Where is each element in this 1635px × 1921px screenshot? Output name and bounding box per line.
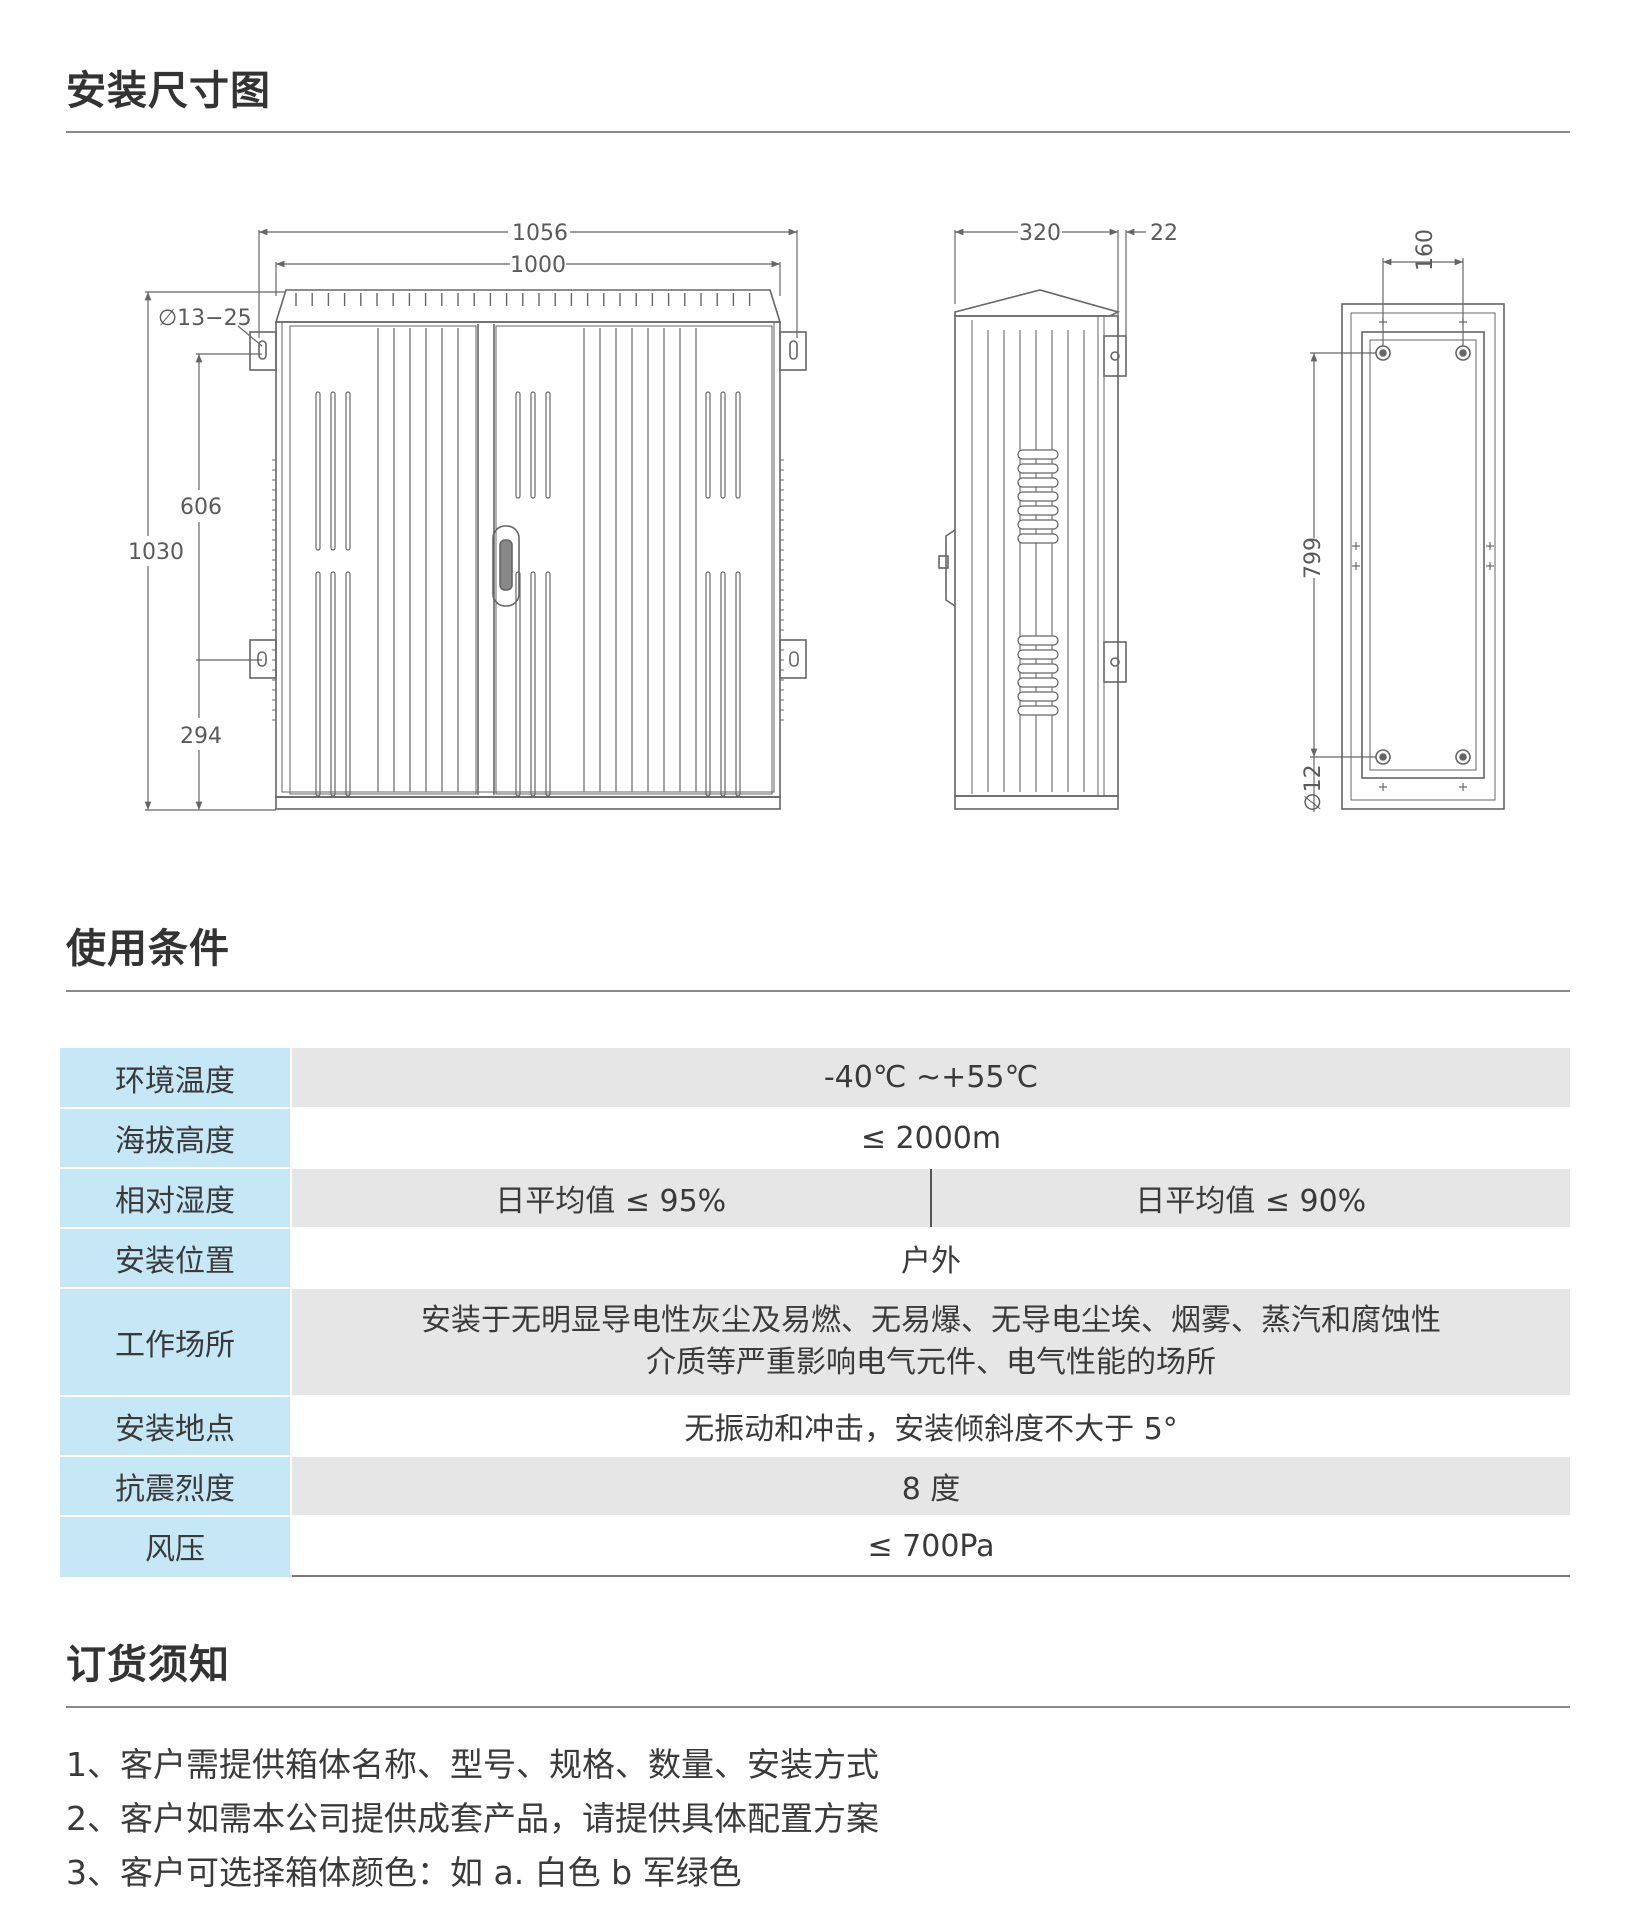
dimension-height-total: 1030 [128, 540, 184, 565]
row-value-left: 日平均值 ≤ 95% [291, 1168, 932, 1229]
mounting-ear-bottom-right [779, 639, 807, 679]
row-value: ≤ 2000m [291, 1108, 1570, 1169]
table-row: 海拔高度 ≤ 2000m [60, 1108, 1570, 1169]
section-divider [66, 1706, 1570, 1708]
row-label: 风压 [60, 1516, 292, 1577]
mounting-hole [1455, 345, 1471, 361]
mounting-ear-top-left [249, 331, 277, 371]
row-value-line: 安装于无明显导电性灰尘及易燃、无易爆、无导电尘埃、烟雾、蒸汽和腐蚀性 [421, 1303, 1441, 1338]
row-label: 海拔高度 [60, 1108, 292, 1169]
conditions-table: 环境温度 -40℃ ~+55℃ 海拔高度 ≤ 2000m 相对湿度 日平均值 ≤… [60, 1048, 1570, 1577]
mounting-hole [1375, 345, 1391, 361]
side-view [938, 289, 1127, 810]
table-row: 安装位置 户外 [60, 1228, 1570, 1289]
dimension-width-inner: 1000 [510, 253, 566, 278]
dimension-mount-offset: 22 [1150, 221, 1178, 246]
row-label: 环境温度 [60, 1048, 292, 1109]
row-value: 户外 [291, 1228, 1570, 1289]
table-row: 风压 ≤ 700Pa [60, 1516, 1570, 1577]
dimension-hole-spacing-x: 160 [1413, 229, 1438, 271]
mounting-ear-top-right [779, 331, 807, 371]
front-view [249, 289, 807, 810]
table-row: 工作场所 安装于无明显导电性灰尘及易燃、无易爆、无导电尘埃、烟雾、蒸汽和腐蚀性 … [60, 1288, 1570, 1397]
dimension-hole-spacing-y: 799 [1301, 537, 1326, 579]
dimension-hole-diameter: ∅12 [1301, 764, 1326, 811]
back-view [1341, 303, 1505, 810]
section-title-conditions: 使用条件 [66, 926, 230, 972]
order-note: 3、客户可选择箱体颜色：如 a. 白色 b 军绿色 [66, 1853, 742, 1892]
back-dimensions [1310, 258, 1464, 812]
section-divider [66, 990, 1570, 992]
section-title-dimensions: 安装尺寸图 [66, 68, 271, 114]
row-label: 工作场所 [60, 1288, 292, 1397]
section-title-ordering: 订货须知 [66, 1642, 230, 1688]
row-label: 相对湿度 [60, 1168, 292, 1229]
side-ribs [987, 330, 1085, 792]
section-divider [66, 131, 1570, 133]
installation-dimension-drawing: 1056 1000 ∅13−25 1030 606 294 320 22 [128, 221, 1505, 812]
table-row: 安装地点 无振动和冲击，安装倾斜度不大于 5° [60, 1396, 1570, 1457]
dimension-lower-span: 294 [180, 724, 222, 749]
row-label: 抗震烈度 [60, 1456, 292, 1517]
front-dimensions [144, 228, 798, 811]
table-row: 环境温度 -40℃ ~+55℃ [60, 1048, 1570, 1109]
row-label: 安装地点 [60, 1396, 292, 1457]
roof-ribs [295, 293, 751, 306]
door-slots [315, 328, 741, 797]
dimension-upper-span: 606 [180, 495, 222, 520]
order-note: 1、客户需提供箱体名称、型号、规格、数量、安装方式 [66, 1745, 879, 1784]
row-value: ≤ 700Pa [291, 1516, 1570, 1577]
mounting-hole [1455, 749, 1471, 765]
row-value: 安装于无明显导电性灰尘及易燃、无易爆、无导电尘埃、烟雾、蒸汽和腐蚀性 介质等严重… [291, 1288, 1570, 1397]
mounting-hole [1375, 749, 1391, 765]
dimension-width-outer: 1056 [512, 221, 568, 246]
table-row: 抗震烈度 8 度 [60, 1456, 1570, 1517]
row-label: 安装位置 [60, 1228, 292, 1289]
dimension-depth: 320 [1019, 221, 1061, 246]
row-value: -40℃ ~+55℃ [291, 1048, 1570, 1109]
side-vents [1017, 449, 1059, 716]
mounting-ear-bottom-left [249, 639, 277, 679]
row-value: 8 度 [291, 1456, 1570, 1517]
order-note: 2、客户如需本公司提供成套产品，请提供具体配置方案 [66, 1799, 879, 1838]
side-dimensions [954, 228, 1146, 336]
dimension-hole: ∅13−25 [158, 306, 252, 331]
row-value-line: 介质等严重影响电气元件、电气性能的场所 [646, 1345, 1216, 1380]
row-value-right: 日平均值 ≤ 90% [930, 1168, 1570, 1229]
table-row: 相对湿度 日平均值 ≤ 95% 日平均值 ≤ 90% [60, 1168, 1570, 1229]
row-value: 无振动和冲击，安装倾斜度不大于 5° [291, 1396, 1570, 1457]
